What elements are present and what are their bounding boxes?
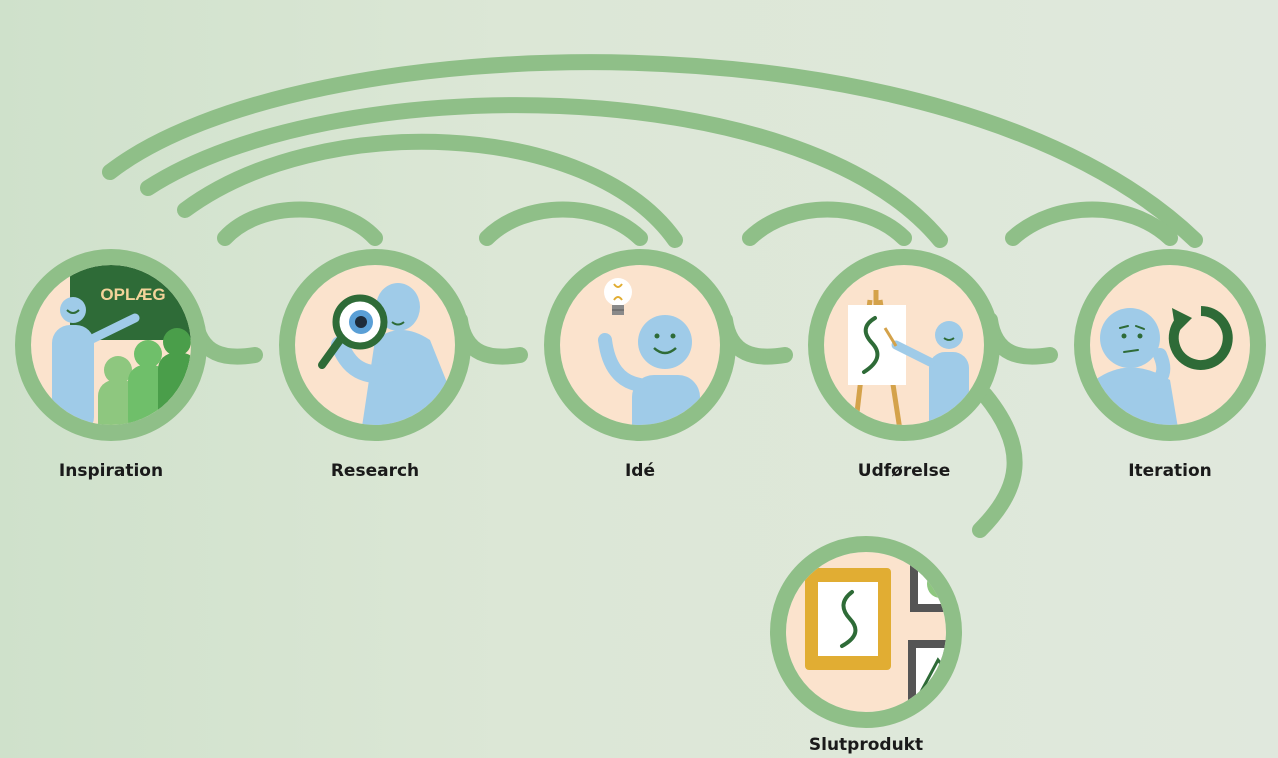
arc-udforelse-to-start: [140, 97, 948, 248]
stage-iteration-icon: [1074, 249, 1266, 441]
stage-label-ide: Idé: [624, 461, 656, 481]
refresh-icon: [1168, 306, 1233, 370]
arc-ide-to-start: [177, 133, 683, 248]
connector-2-hook: [217, 201, 383, 246]
stage-label-inspiration: Inspiration: [58, 461, 164, 481]
connector-4-hook: [742, 201, 912, 246]
stage-label-iteration: Iteration: [1128, 461, 1212, 481]
stage-research-icon: [279, 249, 471, 441]
stage-slutprodukt-icon: [770, 536, 962, 728]
stage-label-udforelse: Udførelse: [857, 461, 951, 481]
stage-label-research: Research: [330, 461, 420, 481]
stage-inspiration-icon: OPLÆG: [15, 249, 207, 441]
feedback-arcs: [102, 54, 1203, 248]
board-text: OPLÆG: [100, 285, 165, 304]
connector-5-hook: [1005, 201, 1178, 246]
connector-3-hook: [479, 201, 648, 246]
lightbulb-icon: [604, 278, 632, 306]
arc-iteration-to-start: [102, 54, 1203, 248]
stage-label-slutprodukt: Slutprodukt: [808, 735, 924, 755]
stage-ide-icon: [544, 249, 736, 441]
connector-to-final: [972, 387, 1023, 538]
stage-udforelse-icon: [808, 249, 1000, 441]
